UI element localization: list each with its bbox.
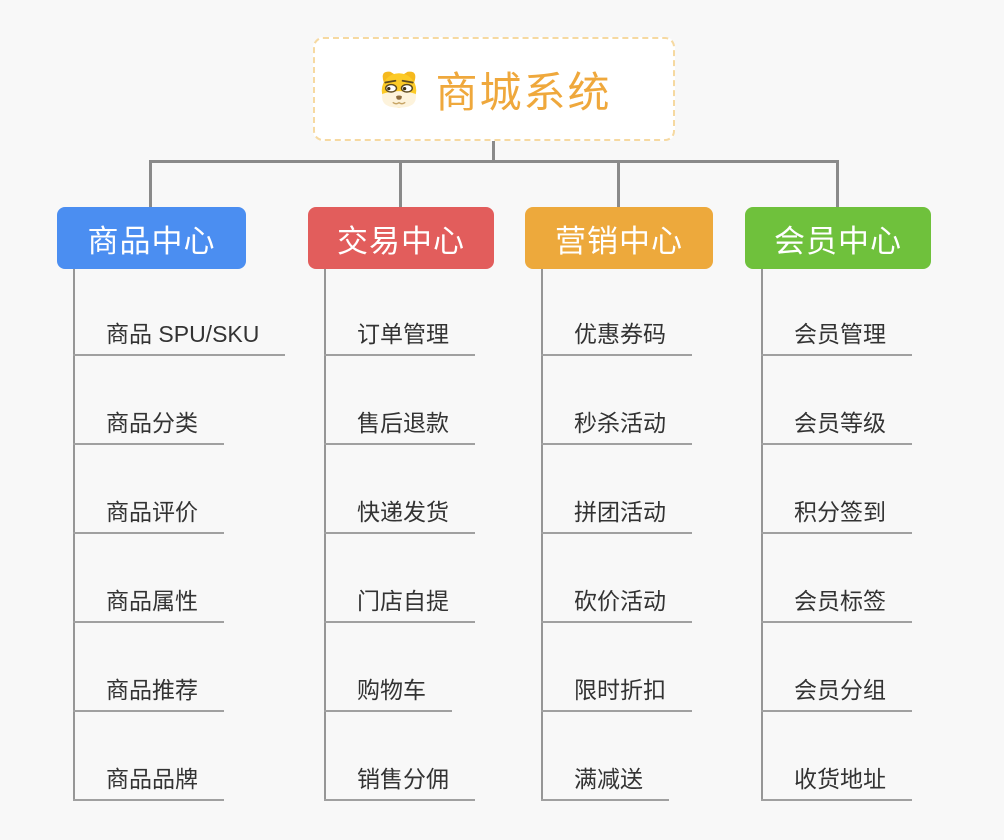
dog-face-icon [382,71,417,108]
connector-root-stub [492,141,495,162]
topic-item[interactable]: 商品分类 [73,403,224,445]
branch-trunk-line [324,269,326,800]
topic-item[interactable]: 会员等级 [761,403,912,445]
root-node[interactable]: 商城系统 [313,37,675,141]
branch-trunk-line [73,269,75,800]
topic-item[interactable]: 商品 SPU/SKU [73,314,286,356]
topic-item[interactable]: 优惠券码 [541,314,692,356]
branch-header-marketing-center[interactable]: 营销中心 [525,207,713,269]
topic-item[interactable]: 会员管理 [761,314,912,356]
topic-item[interactable]: 购物车 [324,670,452,712]
topic-item[interactable]: 订单管理 [324,314,475,356]
topic-item[interactable]: 限时折扣 [541,670,692,712]
topic-item[interactable]: 会员分组 [761,670,912,712]
connector-drop [149,160,152,207]
topic-item[interactable]: 秒杀活动 [541,403,692,445]
topic-item[interactable]: 收货地址 [761,759,912,801]
topic-item[interactable]: 售后退款 [324,403,475,445]
branch-marketing-center: 营销中心 优惠券码 秒杀活动 拼团活动 砍价活动 限时折扣 满减送 [525,207,713,801]
branch-header-product-center[interactable]: 商品中心 [57,207,246,269]
connector-drop [617,160,620,207]
topic-item[interactable]: 拼团活动 [541,492,692,534]
connector-drop [836,160,839,207]
branch-trunk-line [541,269,543,800]
connector-rail [150,160,838,163]
topic-item[interactable]: 快递发货 [324,492,475,534]
branch-product-center: 商品中心 商品 SPU/SKU 商品分类 商品评价 商品属性 商品推荐 商品品牌 [57,207,286,801]
topic-item[interactable]: 会员标签 [761,581,912,623]
branch-trade-center: 交易中心 订单管理 售后退款 快递发货 门店自提 购物车 销售分佣 [308,207,494,801]
root-title: 商城系统 [435,68,612,116]
topic-item[interactable]: 商品推荐 [73,670,224,712]
branch-trunk-line [761,269,763,800]
topic-item[interactable]: 积分签到 [761,492,912,534]
topic-item[interactable]: 砍价活动 [541,581,692,623]
topic-item[interactable]: 门店自提 [324,581,475,623]
topic-item[interactable]: 满减送 [541,759,669,801]
topic-item[interactable]: 销售分佣 [324,759,475,801]
branch-header-member-center[interactable]: 会员中心 [745,207,931,269]
branch-member-center: 会员中心 会员管理 会员等级 积分签到 会员标签 会员分组 收货地址 [745,207,931,801]
connector-drop [399,160,402,207]
topic-item[interactable]: 商品属性 [73,581,224,623]
branch-header-trade-center[interactable]: 交易中心 [308,207,494,269]
topic-item[interactable]: 商品品牌 [73,759,224,801]
topic-item[interactable]: 商品评价 [73,492,224,534]
